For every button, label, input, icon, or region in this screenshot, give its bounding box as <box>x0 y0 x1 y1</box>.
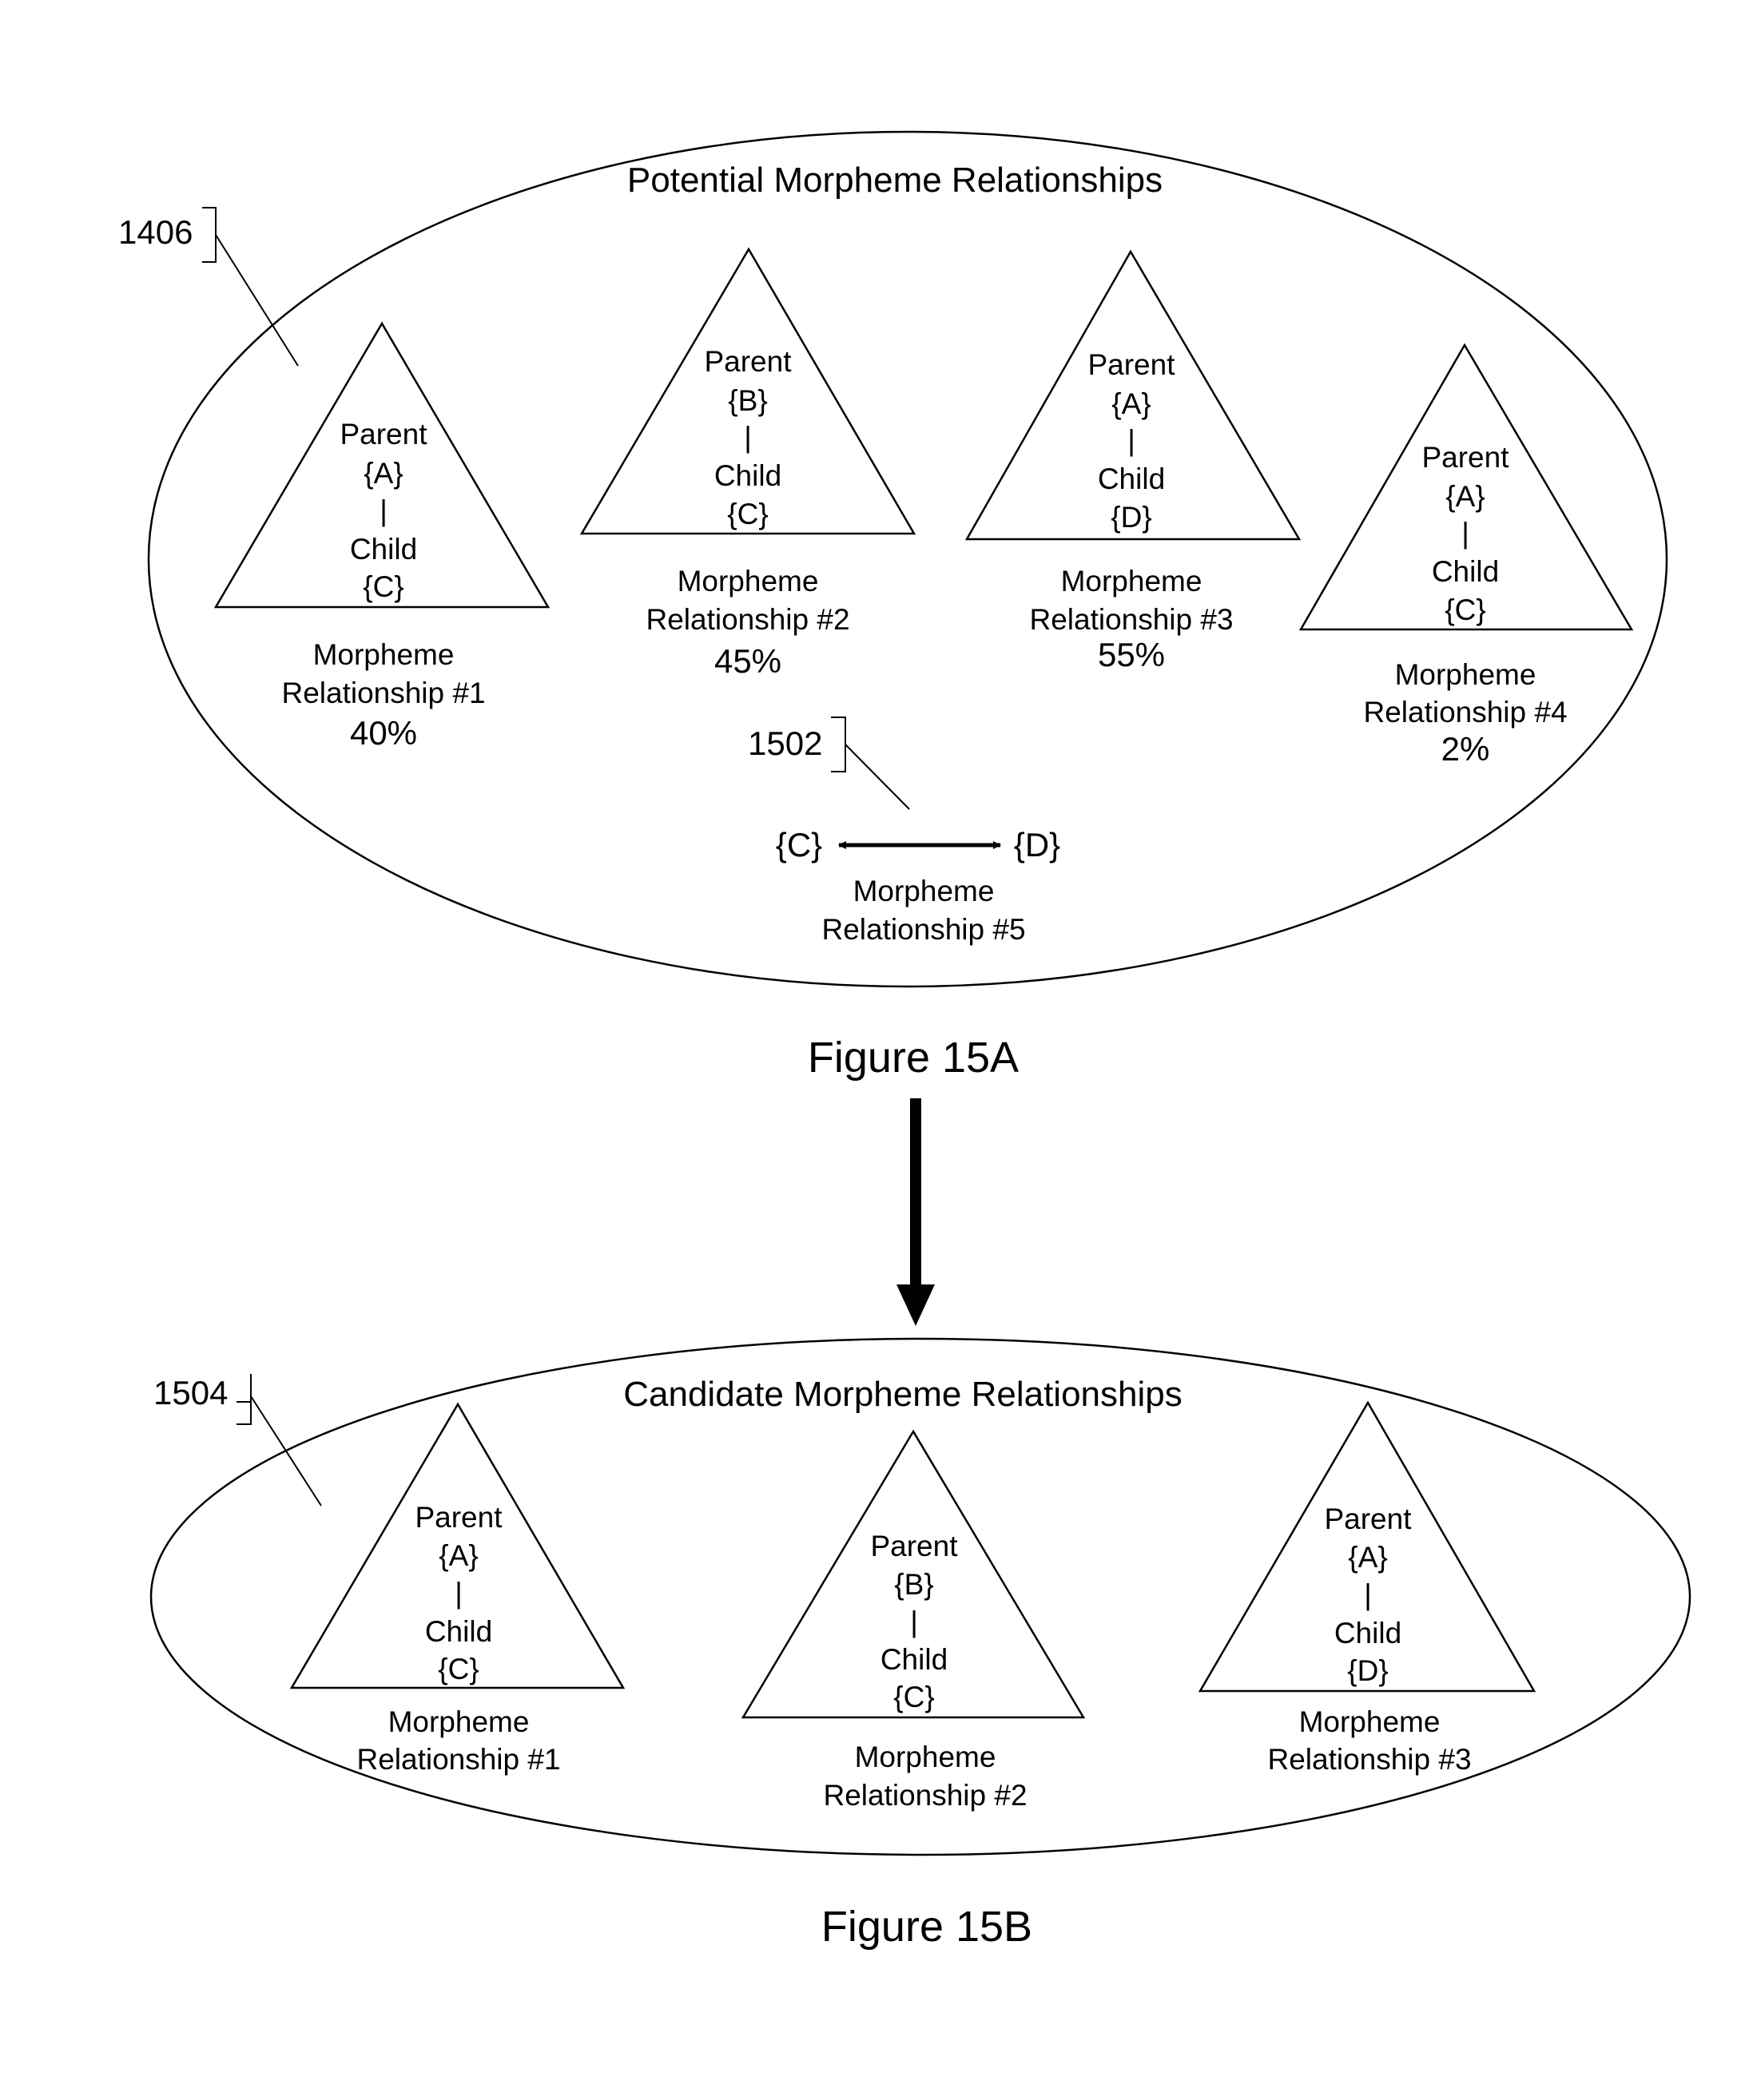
separator: | <box>744 421 752 454</box>
relationship-2-triangle: Parent {B} | Child {C} <box>582 249 914 534</box>
child-value: {C} <box>438 1653 479 1685</box>
relationship-4-triangle: Parent {A} | Child {C} <box>1301 345 1632 629</box>
relationship-1-triangle: Parent {A} | Child {C} <box>216 324 548 607</box>
child-value: {C} <box>363 570 403 603</box>
candidate-relationships-title: Candidate Morpheme Relationships <box>623 1375 1183 1414</box>
candidate-relationship-3-name-line2: Relationship #3 <box>1267 1743 1471 1776</box>
parent-value: {A} <box>1445 480 1485 513</box>
ref-1406-bracket <box>202 208 216 262</box>
candidate-relationship-1-name-line2: Relationship #1 <box>356 1743 560 1776</box>
parent-value: {A} <box>1111 387 1151 420</box>
separator: | <box>910 1606 918 1638</box>
child-label: Child <box>1432 555 1499 588</box>
relationship-5-name: Morpheme <box>853 875 995 907</box>
relationship-2-name-line2: Relationship #2 <box>646 603 849 636</box>
ref-1504-leader <box>251 1396 321 1506</box>
parent-label: Parent <box>1421 441 1509 474</box>
child-label: Child <box>714 459 781 492</box>
child-label: Child <box>1098 462 1165 495</box>
separator: | <box>1364 1578 1372 1611</box>
figure-15b-caption: Figure 15B <box>821 1903 1032 1951</box>
candidate-relationship-2-triangle: Parent {B} | Child {C} <box>743 1431 1083 1717</box>
parent-value: {B} <box>728 384 767 417</box>
parent-label: Parent <box>1087 348 1175 381</box>
candidate-relationship-3-name: Morpheme <box>1299 1705 1441 1738</box>
parent-label: Parent <box>704 345 792 378</box>
ref-1502-bracket <box>831 717 845 772</box>
candidate-relationship-3-triangle: Parent {A} | Child {D} <box>1200 1403 1534 1691</box>
relationship-1-percent: 40% <box>350 714 417 752</box>
relationship-1-name-line2: Relationship #1 <box>281 677 485 709</box>
transition-arrow <box>896 1098 935 1326</box>
parent-label: Parent <box>415 1501 503 1534</box>
relationship-5-right-node: {D} <box>1014 826 1060 863</box>
candidate-relationship-2-name: Morpheme <box>855 1741 996 1773</box>
ref-1504-label: 1504 <box>153 1374 228 1411</box>
child-value: {D} <box>1347 1654 1388 1687</box>
candidate-relationship-1-name: Morpheme <box>388 1705 530 1738</box>
child-value: {C} <box>1445 593 1485 626</box>
candidate-relationship-2-name-line2: Relationship #2 <box>823 1779 1027 1812</box>
ref-1406-label: 1406 <box>118 213 193 251</box>
separator: | <box>380 494 388 527</box>
relationship-5-name-line2: Relationship #5 <box>821 913 1025 946</box>
separator: | <box>1127 424 1135 457</box>
child-label: Child <box>425 1615 492 1648</box>
child-label: Child <box>880 1643 948 1676</box>
parent-value: {A} <box>364 457 403 490</box>
child-label: Child <box>1334 1617 1401 1649</box>
child-value: {C} <box>727 498 768 530</box>
parent-label: Parent <box>340 418 427 451</box>
figure-15b: Candidate Morpheme Relationships 1504 Pa… <box>151 1339 1690 1951</box>
relationship-3-name: Morpheme <box>1061 565 1202 597</box>
parent-value: {A} <box>439 1539 478 1572</box>
relationship-5-left-node: {C} <box>776 826 822 863</box>
parent-value: {A} <box>1348 1541 1387 1574</box>
ref-1504-bracket <box>237 1374 251 1424</box>
child-value: {D} <box>1111 501 1151 534</box>
relationship-2-percent: 45% <box>714 642 781 680</box>
candidate-relationship-1-triangle: Parent {A} | Child {C} <box>292 1404 623 1688</box>
child-label: Child <box>350 533 417 566</box>
relationship-3-triangle: Parent {A} | Child {D} <box>967 252 1299 539</box>
parent-value: {B} <box>894 1568 933 1601</box>
figure-15a: Potential Morpheme Relationships 1406 Pa… <box>118 132 1667 1082</box>
separator: | <box>455 1577 463 1610</box>
relationship-4-percent: 2% <box>1441 730 1490 768</box>
relationship-4-name-line2: Relationship #4 <box>1363 696 1567 728</box>
separator: | <box>1461 517 1469 550</box>
potential-relationships-title: Potential Morpheme Relationships <box>627 161 1163 200</box>
relationship-4-name: Morpheme <box>1395 658 1536 691</box>
parent-label: Parent <box>1324 1503 1412 1535</box>
relationship-3-percent: 55% <box>1098 636 1165 673</box>
figure-15a-caption: Figure 15A <box>808 1034 1019 1082</box>
relationship-1-name: Morpheme <box>313 638 455 671</box>
relationship-3-name-line2: Relationship #3 <box>1029 603 1233 636</box>
child-value: {C} <box>893 1681 934 1713</box>
ref-1502-label: 1502 <box>748 724 822 762</box>
relationship-2-name: Morpheme <box>678 565 819 597</box>
ref-1502-leader <box>845 744 909 809</box>
ref-1406-leader <box>216 235 298 366</box>
parent-label: Parent <box>870 1530 958 1562</box>
